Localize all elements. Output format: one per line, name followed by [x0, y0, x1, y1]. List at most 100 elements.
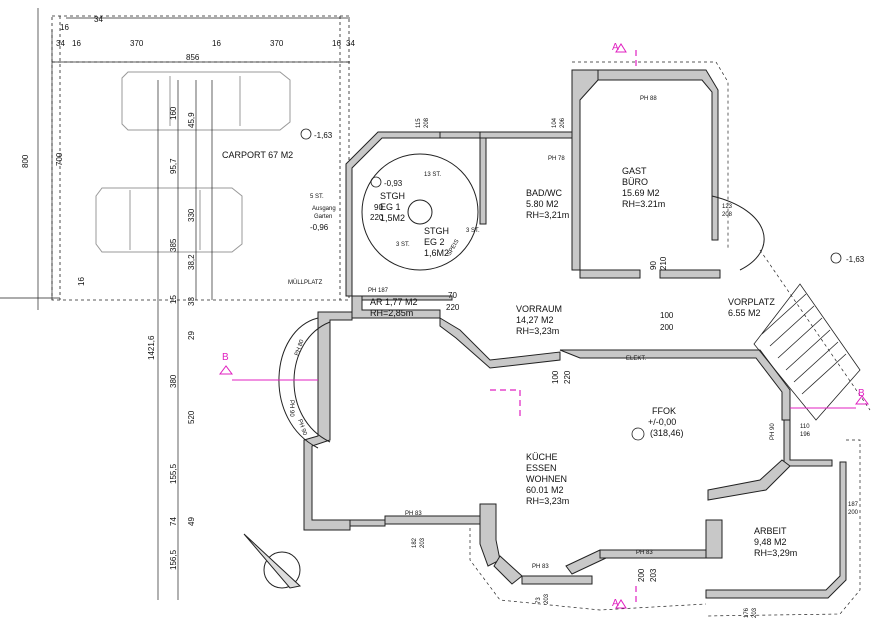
dim-door-210: 210 [659, 256, 668, 270]
dim-1421: 1421,6 [147, 335, 156, 360]
car-bottom [95, 187, 243, 253]
overhangs [469, 61, 871, 617]
dim-top-16c: 16 [332, 39, 341, 48]
dim-total-width: 856 [186, 53, 200, 62]
section-b-right: B [858, 388, 865, 399]
dim-win-176: 176 [744, 607, 750, 618]
ffok-line2: +/-0,00 [648, 417, 676, 427]
dim-95-7: 95,7 [169, 158, 178, 174]
dim-520: 520 [187, 410, 196, 424]
dim-win-203c: 203 [649, 568, 658, 582]
level-ausgang: -0,96 [310, 223, 329, 232]
room-stgh1-line1: STGH [380, 191, 405, 201]
room-bad-line2: 5.80 M2 [526, 199, 559, 209]
ph-83-a: PH 83 [405, 511, 422, 517]
dim-top-34b: 34 [346, 39, 355, 48]
room-vorraum-line1: VORRAUM [516, 304, 562, 314]
dim-800: 800 [21, 154, 30, 168]
label-elekt: ELEKT. [626, 356, 646, 362]
dim-door-70: 70 [448, 291, 457, 300]
room-ar-line2: RH=2,85m [370, 308, 413, 318]
dim-win-115: 115 [416, 118, 422, 128]
label-ausgang-2: Garten [314, 214, 332, 220]
dim-win-206: 206 [560, 117, 566, 128]
dim-top-370a: 370 [130, 39, 144, 48]
room-carport: CARPORT 67 M2 [222, 150, 293, 160]
ph-83-b: PH 83 [532, 564, 549, 570]
dim-45-9: 45,9 [187, 112, 196, 128]
dim-700: 700 [55, 152, 64, 166]
dim-33: 33 [187, 297, 196, 306]
ph-90-a: PH 90 [770, 423, 776, 440]
label-3st-b: 5 ST. [310, 194, 324, 200]
level-carport: -1,63 [314, 131, 333, 140]
room-kueche-line5: RH=3,23m [526, 496, 569, 506]
ph-83-c: PH 83 [636, 550, 653, 556]
room-kueche-line4: 60.01 M2 [526, 485, 564, 495]
section-a-bottom: A [612, 598, 619, 609]
dimension-lines [37, 8, 350, 600]
room-ar-line1: AR 1,77 M2 [370, 297, 418, 307]
room-gast-line3: 15.69 M2 [622, 188, 660, 198]
dim-380: 380 [169, 374, 178, 388]
dim-door-220: 220 [370, 213, 384, 222]
section-b-left: B [222, 352, 229, 363]
ph-88: PH 88 [640, 96, 657, 102]
dim-door-200: 200 [660, 323, 674, 332]
section-a-top: A [612, 42, 619, 53]
dim-win-182: 182 [412, 537, 418, 548]
section-markers [219, 43, 869, 609]
ph-80: PH 80 [294, 338, 306, 356]
dim-330: 330 [187, 208, 196, 222]
label-muellplatz: MÜLLPLATZ [288, 279, 323, 286]
room-kueche-line1: KÜCHE [526, 452, 558, 462]
magenta-markers [490, 50, 637, 606]
dim-win-203b: 203 [544, 593, 550, 604]
dim-win-110: 110 [800, 424, 810, 430]
level-markers [300, 128, 842, 441]
room-vorraum-line3: RH=3,23m [516, 326, 559, 336]
dim-win-73: 73 [536, 597, 542, 604]
dim-win-200b: 200 [637, 568, 646, 582]
room-gast-line2: BÜRO [622, 177, 648, 187]
room-stgh1-line3: 1,5M2 [380, 213, 405, 223]
dim-156-5: 156,5 [169, 549, 178, 570]
label-3st: 3 ST. [396, 242, 410, 248]
ffok-line3: (318,46) [650, 428, 684, 438]
dim-top-34a: 34 [56, 39, 65, 48]
dim-29: 29 [187, 331, 196, 340]
dim-385: 385 [169, 238, 178, 252]
room-stgh1-line2: EG 1 [380, 202, 401, 212]
dim-top-16a: 16 [72, 39, 81, 48]
level-vorplatz: -1,63 [846, 255, 865, 264]
dim-160: 160 [169, 106, 178, 120]
dim-win-104: 104 [552, 117, 558, 128]
dim-door-220c: 220 [563, 370, 572, 384]
dim-win-208: 208 [722, 212, 733, 218]
room-stgh2-line3: 1,6M2 [424, 248, 449, 258]
label-ausgang-1: Ausgang [312, 206, 336, 212]
ph-90-c: PH 90 [288, 400, 294, 417]
dim-door-220b: 220 [446, 303, 460, 312]
dim-top-370b: 370 [270, 39, 284, 48]
ph-78: PH 78 [548, 156, 565, 162]
ffok-line1: FFOK [652, 406, 676, 416]
dim-155-5: 155,5 [169, 463, 178, 484]
dim-win-123: 123 [722, 204, 733, 210]
ph-187: PH 187 [368, 288, 389, 294]
room-kueche-line2: ESSEN [526, 463, 557, 473]
room-gast-line4: RH=3.21m [622, 199, 665, 209]
label-stufen: 3 ST. [466, 228, 480, 234]
dim-34-v: 34 [94, 15, 103, 24]
car-top [121, 71, 291, 131]
room-arbeit-line2: 9,48 M2 [754, 537, 787, 547]
dim-win-196: 196 [800, 432, 811, 438]
room-kueche-line3: WOHNEN [526, 474, 567, 484]
dim-win-208b: 208 [424, 117, 430, 128]
outdoor-stairs [753, 283, 861, 421]
dim-win-203: 203 [420, 537, 426, 548]
label-13st: 13 ST. [424, 172, 441, 178]
room-arbeit-line3: RH=3,29m [754, 548, 797, 558]
dim-door-100: 100 [660, 311, 674, 320]
